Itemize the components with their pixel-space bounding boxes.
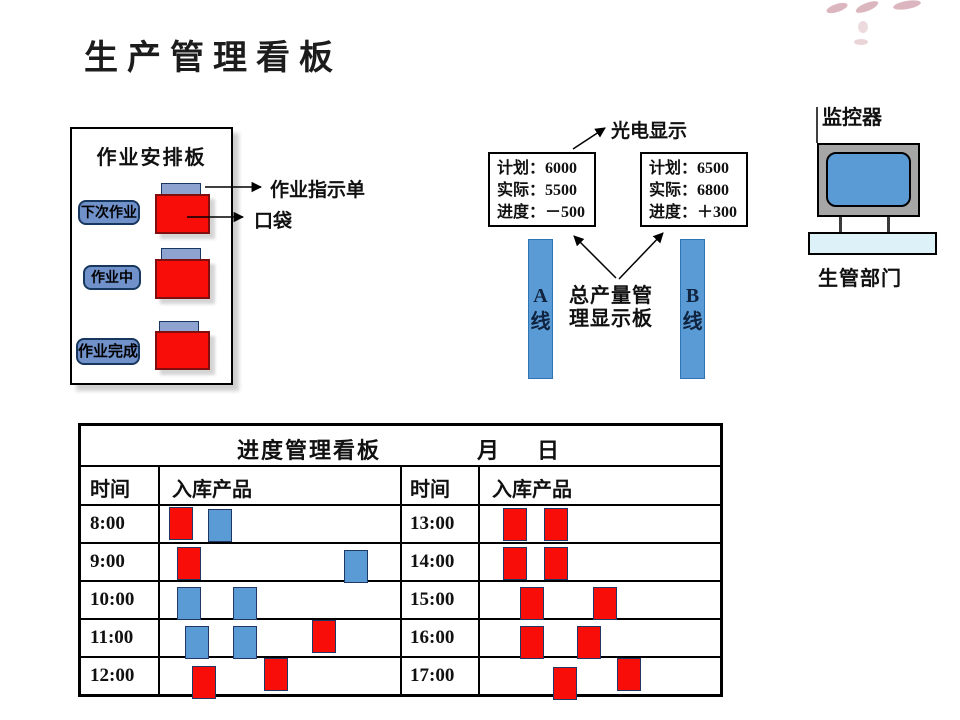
red-product-card — [617, 658, 641, 691]
products-cell — [480, 506, 720, 542]
red-product-card — [264, 658, 288, 691]
red-product-card — [593, 587, 617, 620]
products-cell — [160, 582, 402, 620]
time-cell: 13:00 — [402, 506, 480, 542]
monitor-leg — [887, 217, 890, 233]
progress-value: 进度：＋300 — [649, 204, 738, 221]
plan-value: 计划：6000 — [497, 160, 578, 177]
blue-product-card — [208, 509, 232, 542]
red-product-card — [520, 587, 544, 620]
plan-value: 计划：6500 — [649, 160, 730, 177]
monitor-label: 监控器 — [822, 107, 882, 129]
day-label: 日 — [537, 438, 560, 463]
products-cell — [480, 620, 720, 659]
red-product-card — [503, 508, 527, 541]
time-cell: 10:00 — [81, 582, 160, 618]
board-title: 作业安排板 — [96, 147, 207, 169]
products-cell — [160, 620, 402, 659]
header-products-right: 入库产品 — [492, 479, 572, 501]
table-row: 10:00 15:00 — [81, 582, 720, 620]
table-title: 进度管理看板 — [237, 438, 382, 463]
red-product-card — [177, 547, 201, 580]
arrow-to-photoelectric-label — [572, 127, 606, 150]
monitor-screen — [826, 152, 911, 207]
time-cell: 8:00 — [81, 506, 160, 542]
progress-value: 进度：－500 — [497, 204, 586, 221]
total-output-board-label: 总产量管 理显示板 — [569, 285, 669, 331]
red-product-card — [520, 626, 544, 659]
red-product-card — [192, 666, 216, 699]
red-product-card — [544, 508, 568, 541]
products-cell — [480, 658, 720, 700]
blue-product-card — [233, 587, 257, 620]
red-product-card — [503, 547, 527, 580]
watermark-decoration — [826, 0, 921, 45]
table-title-row: 进度管理看板 月 日 — [81, 426, 720, 467]
time-cell: 16:00 — [402, 620, 480, 656]
table-row: 9:00 14:00 — [81, 544, 720, 583]
page-title: 生产管理看板 — [84, 38, 342, 78]
time-cell: 14:00 — [402, 544, 480, 580]
job-card — [155, 194, 210, 234]
products-cell — [160, 506, 402, 542]
pocket-label: 口袋 — [254, 211, 293, 232]
time-cell: 11:00 — [81, 620, 160, 656]
slot-label-completed: 作业完成 — [76, 338, 140, 365]
header-time-right: 时间 — [402, 467, 480, 504]
table-header-row: 时间 入库产品 时间 入库产品 — [81, 467, 720, 506]
month-label: 月 — [477, 438, 500, 463]
line-b-bar: B线 — [680, 239, 705, 379]
job-instruction-label: 作业指示单 — [270, 180, 366, 201]
actual-value: 实际：6800 — [649, 182, 730, 199]
job-card — [155, 259, 210, 299]
table-row: 11:00 16:00 — [81, 620, 720, 659]
arrow-to-panel-b — [618, 232, 664, 280]
total-output-line1: 总产量管 — [569, 285, 653, 307]
products-cell — [160, 658, 402, 699]
table-row: 12:00 17:00 — [81, 658, 720, 700]
display-panel-a: 计划：6000 实际：5500 进度：－500 — [488, 152, 596, 227]
time-cell: 9:00 — [81, 544, 160, 580]
header-products-left: 入库产品 — [160, 467, 402, 504]
red-product-card — [544, 547, 568, 580]
products-cell — [160, 544, 402, 583]
red-product-card — [553, 667, 577, 700]
actual-value: 实际：5500 — [497, 182, 578, 199]
total-output-line2: 理显示板 — [569, 308, 653, 330]
red-product-card — [577, 626, 601, 659]
line-a-label: A线 — [530, 285, 551, 333]
job-card — [155, 331, 210, 370]
header-time-left: 时间 — [81, 467, 160, 504]
slot-label-next-job: 下次作业 — [78, 200, 140, 225]
blue-product-card — [177, 587, 201, 620]
monitor-icon — [817, 143, 920, 217]
job-arrangement-board: 作业安排板 下次作业 作业中 作业完成 — [70, 127, 233, 385]
slot-label-in-progress: 作业中 — [83, 265, 141, 290]
blue-product-card — [233, 626, 257, 659]
department-label: 生管部门 — [818, 268, 902, 290]
red-product-card — [312, 620, 336, 653]
time-cell: 17:00 — [402, 658, 480, 694]
products-cell — [480, 582, 720, 620]
table-row: 8:00 13:00 — [81, 506, 720, 544]
time-cell: 12:00 — [81, 658, 160, 694]
arrow-to-panel-a — [573, 235, 617, 279]
line-b-label: B线 — [682, 285, 703, 333]
monitor-leg — [839, 217, 842, 233]
time-cell: 15:00 — [402, 582, 480, 618]
products-cell — [480, 544, 720, 580]
red-product-card — [169, 507, 193, 540]
photoelectric-display-label: 光电显示 — [611, 121, 688, 142]
blue-product-card — [344, 550, 368, 583]
line-a-bar: A线 — [528, 239, 553, 379]
display-panel-b: 计划：6500 实际：6800 进度：＋300 — [640, 152, 748, 227]
monitor-base — [808, 232, 937, 255]
blue-product-card — [185, 626, 209, 659]
